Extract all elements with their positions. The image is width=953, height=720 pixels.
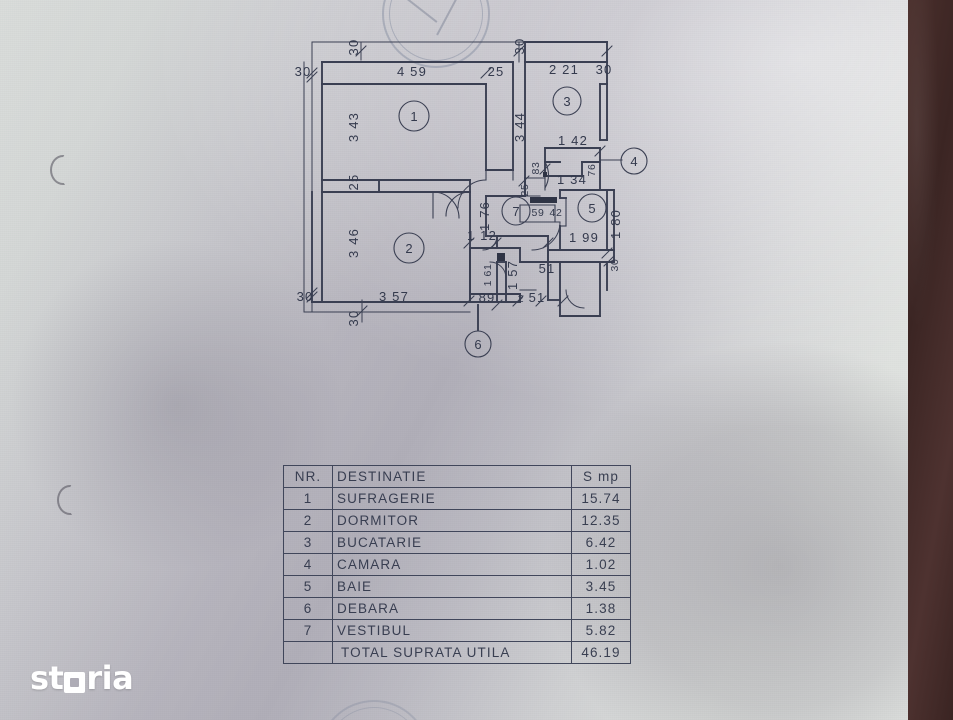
table-row: 3 BUCATARIE 6.42 [283, 531, 631, 554]
total-dest: TOTAL SUPRATA UTILA [332, 641, 572, 664]
cell-area: 1.38 [571, 597, 631, 620]
cell-dest: DORMITOR [332, 509, 572, 532]
cell-area: 1.02 [571, 553, 631, 576]
cell-nr: 5 [283, 575, 333, 598]
header-destination: DESTINATIE [332, 465, 572, 488]
header-nr: NR. [283, 465, 333, 488]
cell-nr: 1 [283, 487, 333, 510]
table-total-row: TOTAL SUPRATA UTILA 46.19 [283, 641, 631, 664]
cell-area: 12.35 [571, 509, 631, 532]
storia-watermark-logo: st ria [30, 659, 134, 697]
cell-dest: BAIE [332, 575, 572, 598]
total-nr [283, 641, 333, 664]
logo-text-last: ria [86, 659, 134, 697]
total-area: 46.19 [571, 641, 631, 664]
cell-nr: 7 [283, 619, 333, 642]
cell-dest: BUCATARIE [332, 531, 572, 554]
cell-dest: DEBARA [332, 597, 572, 620]
cell-area: 5.82 [571, 619, 631, 642]
cell-dest: CAMARA [332, 553, 572, 576]
table-row: 6 DEBARA 1.38 [283, 597, 631, 620]
table-header-row: NR. DESTINATIE S mp [283, 465, 631, 488]
table-row: 7 VESTIBUL 5.82 [283, 619, 631, 642]
cell-area: 3.45 [571, 575, 631, 598]
table-row: 5 BAIE 3.45 [283, 575, 631, 598]
cell-nr: 2 [283, 509, 333, 532]
cell-dest: VESTIBUL [332, 619, 572, 642]
cell-nr: 6 [283, 597, 333, 620]
background-dark-edge [908, 0, 953, 720]
cell-area: 6.42 [571, 531, 631, 554]
legend-table-wrap: NR. DESTINATIE S mp 1 SUFRAGERIE 15.74 2… [283, 465, 631, 664]
logo-text-first: st [30, 659, 64, 697]
cell-dest: SUFRAGERIE [332, 487, 572, 510]
table-row: 4 CAMARA 1.02 [283, 553, 631, 576]
legend-table: NR. DESTINATIE S mp 1 SUFRAGERIE 15.74 2… [283, 465, 631, 664]
header-area: S mp [571, 465, 631, 488]
cell-nr: 3 [283, 531, 333, 554]
square-o-icon [64, 671, 86, 693]
cell-area: 15.74 [571, 487, 631, 510]
cell-nr: 4 [283, 553, 333, 576]
table-row: 2 DORMITOR 12.35 [283, 509, 631, 532]
table-row: 1 SUFRAGERIE 15.74 [283, 487, 631, 510]
